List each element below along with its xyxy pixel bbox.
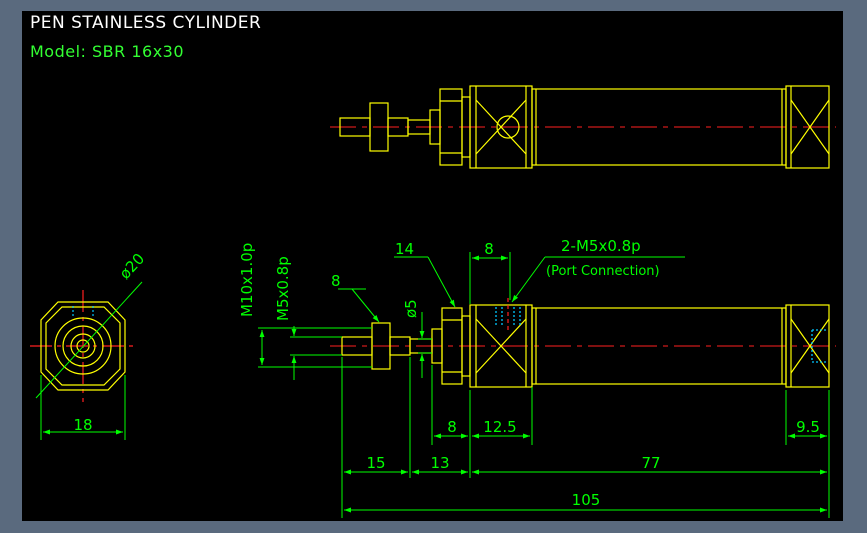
dim-body-length: 77	[641, 454, 660, 472]
dim-wrench-14: 14	[395, 240, 414, 258]
dim-front-length: 8	[447, 418, 457, 436]
dim-total-length: 105	[572, 491, 601, 509]
dim-mount-thread: M10x1.0p	[238, 243, 256, 317]
dim-end-width: 18	[73, 416, 92, 434]
dim-rod-length: 15	[366, 454, 385, 472]
dim-head-length: 12.5	[483, 418, 516, 436]
top-view	[330, 85, 836, 169]
dim-port-note: (Port Connection)	[546, 264, 660, 279]
dimension-lines	[35, 252, 830, 518]
dim-port-spec: 2-M5x0.8p	[561, 237, 641, 255]
dim-port-offset: 8	[484, 240, 494, 258]
dim-rod-diameter: ø5	[402, 299, 420, 318]
side-view	[330, 298, 836, 388]
dim-cap-length: 9.5	[796, 418, 820, 436]
drawing-title: PEN STAINLESS CYLINDER	[30, 13, 262, 33]
drawing-subtitle: Model: SBR 16x30	[30, 42, 185, 61]
dim-rod-thread: M5x0.8p	[274, 256, 292, 321]
dim-wrench-8: 8	[331, 272, 341, 290]
dim-neck-length: 13	[430, 454, 449, 472]
